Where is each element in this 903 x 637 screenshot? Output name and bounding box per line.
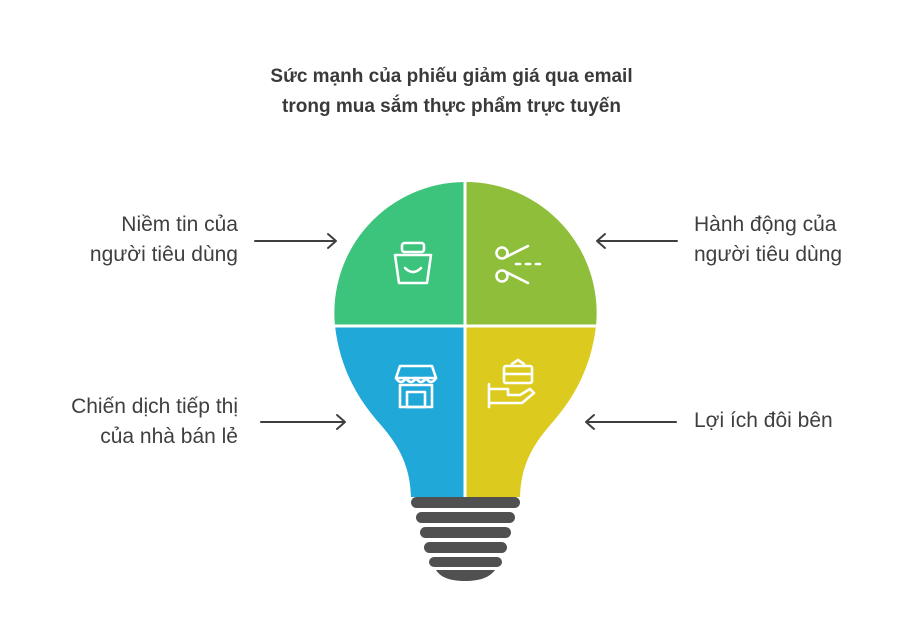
arrow-bottom-right bbox=[585, 414, 677, 430]
shopping-basket-icon bbox=[393, 241, 433, 285]
title-line-2: trong mua sắm thực phẩm trực tuyến bbox=[282, 96, 621, 117]
storefront-icon bbox=[394, 364, 438, 409]
quadrant-bottom-left bbox=[335, 326, 465, 497]
label-bottom-left-line-2: của nhà bán lẻ bbox=[100, 425, 238, 448]
label-top-right-line-2: người tiêu dùng bbox=[694, 243, 843, 266]
label-bottom-left-line-1: Chiến dịch tiếp thị bbox=[71, 395, 238, 418]
bulb-base bbox=[411, 497, 520, 581]
label-bottom-right-line-1: Lợi ích đôi bên bbox=[694, 409, 833, 432]
label-bottom-right: Lợi ích đôi bên bbox=[694, 406, 833, 436]
quadrant-bottom-right bbox=[465, 326, 596, 497]
diagram-title: Sức mạnh của phiếu giảm giá qua email tr… bbox=[0, 62, 903, 122]
label-top-right-line-1: Hành động của bbox=[694, 213, 837, 236]
quadrant-top-right bbox=[465, 181, 597, 326]
label-top-left: Niềm tin của người tiêu dùng bbox=[90, 210, 238, 270]
scissors-coupon-icon bbox=[495, 244, 542, 285]
label-top-right: Hành động của người tiêu dùng bbox=[694, 210, 842, 270]
title-line-1: Sức mạnh của phiếu giảm giá qua email bbox=[270, 66, 633, 87]
label-top-left-line-2: người tiêu dùng bbox=[89, 243, 238, 266]
label-top-left-line-1: Niềm tin của bbox=[121, 213, 238, 236]
arrow-top-left bbox=[254, 233, 337, 249]
arrow-bottom-left bbox=[260, 414, 346, 430]
quadrant-dividers bbox=[333, 180, 598, 499]
arrow-top-right bbox=[596, 233, 678, 249]
label-bottom-left: Chiến dịch tiếp thị của nhà bán lẻ bbox=[71, 392, 238, 452]
hand-offering-basket-icon bbox=[487, 358, 536, 409]
